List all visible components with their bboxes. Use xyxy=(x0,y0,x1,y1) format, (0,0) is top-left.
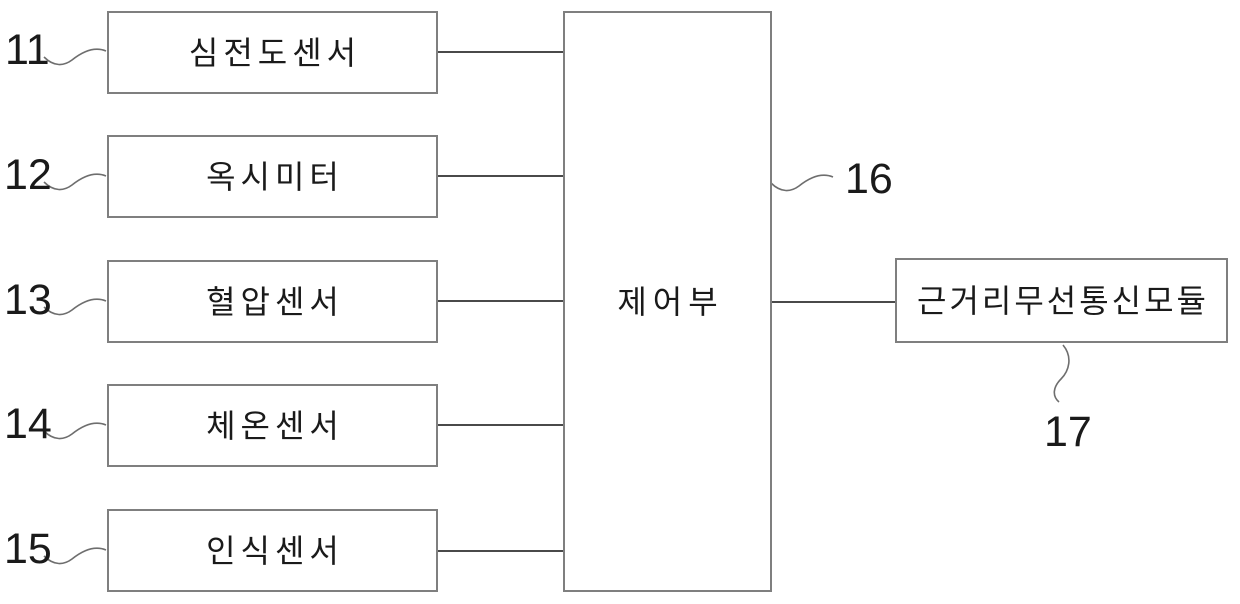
ref-label-11: 11 xyxy=(5,26,50,74)
ref-label-15: 15 xyxy=(4,525,52,573)
block-label-recognition-sensor: 인식센서 xyxy=(206,532,344,569)
block-recognition-sensor: 인식센서 xyxy=(107,509,438,592)
ref-label-16: 16 xyxy=(845,155,893,203)
ref-label-13: 13 xyxy=(4,276,52,324)
ref-squiggle-16 xyxy=(770,174,834,192)
ref-squiggle-11 xyxy=(43,48,107,66)
block-temperature-sensor: 체온센서 xyxy=(107,384,438,467)
ref-squiggle-13 xyxy=(43,298,107,316)
block-label-controller: 제어부 xyxy=(617,283,724,320)
block-label-oximeter: 옥시미터 xyxy=(206,158,344,195)
block-wireless-comm-module: 근거리무선통신모듈 xyxy=(895,258,1228,343)
ref-squiggle-14 xyxy=(43,422,107,440)
block-controller: 제어부 xyxy=(563,11,772,592)
ref-squiggle-15 xyxy=(43,547,107,565)
block-label-ecg-sensor: 심전도센서 xyxy=(188,34,362,71)
block-blood-pressure-sensor: 혈압센서 xyxy=(107,260,438,343)
ref-label-12: 12 xyxy=(4,151,52,199)
ref-squiggle-12 xyxy=(43,173,107,191)
ref-squiggle-17 xyxy=(1053,344,1070,403)
block-ecg-sensor: 심전도센서 xyxy=(107,11,438,94)
ref-label-14: 14 xyxy=(4,400,52,448)
block-oximeter: 옥시미터 xyxy=(107,135,438,218)
block-label-blood-pressure-sensor: 혈압센서 xyxy=(206,283,344,320)
ref-label-17: 17 xyxy=(1044,408,1092,456)
block-label-temperature-sensor: 체온센서 xyxy=(206,407,344,444)
block-label-wireless-comm-module: 근거리무선통신모듈 xyxy=(917,282,1209,319)
